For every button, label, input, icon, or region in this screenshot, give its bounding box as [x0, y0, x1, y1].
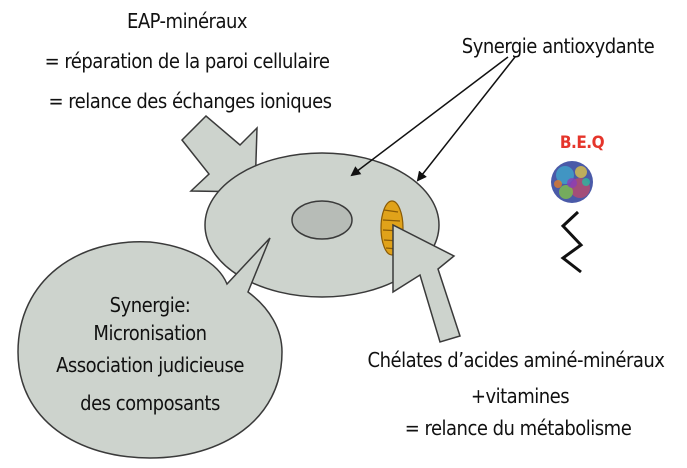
beq-label: B.E.Q	[552, 133, 612, 153]
lightning-zigzag-icon	[563, 212, 581, 272]
antioxydant-arrow-to-cell	[352, 57, 508, 175]
bubble-line-4: des composants	[40, 390, 260, 416]
eap-line-3: = relance des échanges ioniques	[20, 88, 360, 114]
nucleus	[292, 201, 352, 239]
eap-title: EAP-minéraux	[112, 8, 262, 34]
bubble-line-3: Association judicieuse	[30, 352, 270, 378]
chelates-line-1: Chélates d’acides aminé-minéraux	[345, 347, 687, 373]
synergie-antioxydante-label: Synergie antioxydante	[438, 33, 678, 59]
chelates-line-2: +vitamines	[445, 383, 595, 409]
eap-line-2: = réparation de la paroi cellulaire	[2, 48, 372, 74]
synergie-bubble	[18, 238, 282, 458]
chelates-input-arrow	[393, 225, 460, 342]
antioxydant-arrow-to-mitochondria	[418, 57, 515, 180]
beq-particle-icon	[551, 161, 593, 203]
bubble-line-1: Synergie:	[40, 292, 260, 318]
bubble-line-2: Micronisation	[40, 320, 260, 346]
chelates-line-3: = relance du métabolisme	[378, 415, 658, 441]
